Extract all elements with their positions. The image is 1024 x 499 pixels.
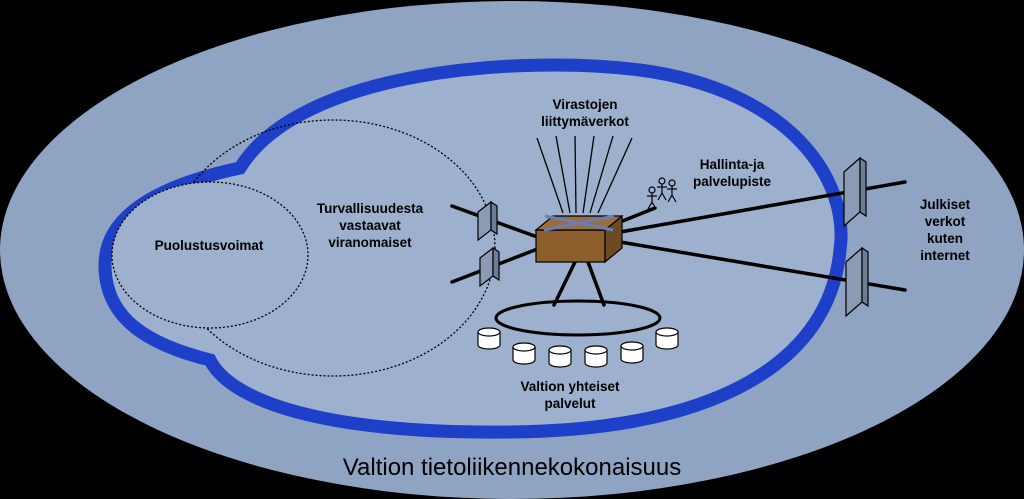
gateway-right-upper bbox=[843, 156, 867, 228]
public-networks-label: Julkiset verkot kuten internet bbox=[919, 197, 971, 263]
management-point-label: Hallinta-ja palvelupiste bbox=[692, 157, 772, 189]
defence-zone bbox=[111, 181, 309, 329]
gateway-left-lower bbox=[479, 246, 500, 288]
service-cylinders bbox=[477, 327, 679, 368]
agency-networks-label: Virastojen liittymäverkot bbox=[541, 97, 629, 129]
defence-label: Puolustusvoimat bbox=[154, 238, 264, 253]
cylinder-icon bbox=[512, 342, 536, 365]
hub-box bbox=[534, 214, 624, 264]
diagram-caption: Valtion tietoliikennekokonaisuus bbox=[342, 454, 682, 481]
gateway-left-upper bbox=[477, 200, 498, 242]
agency-network-lines bbox=[536, 135, 633, 214]
common-services-label: Valtion yhteiset palvelut bbox=[520, 379, 620, 411]
services-ring bbox=[494, 299, 662, 337]
people-icon bbox=[647, 177, 677, 210]
cylinder-icon bbox=[548, 345, 572, 368]
gateway-right-lower bbox=[845, 246, 869, 318]
cylinder-icon bbox=[584, 345, 608, 368]
cylinder-icon bbox=[655, 327, 679, 350]
security-authorities-label: Turvallisuudesta vastaavat viranomaiset bbox=[316, 201, 424, 250]
cylinder-icon bbox=[477, 327, 501, 350]
cylinder-icon bbox=[620, 341, 644, 364]
